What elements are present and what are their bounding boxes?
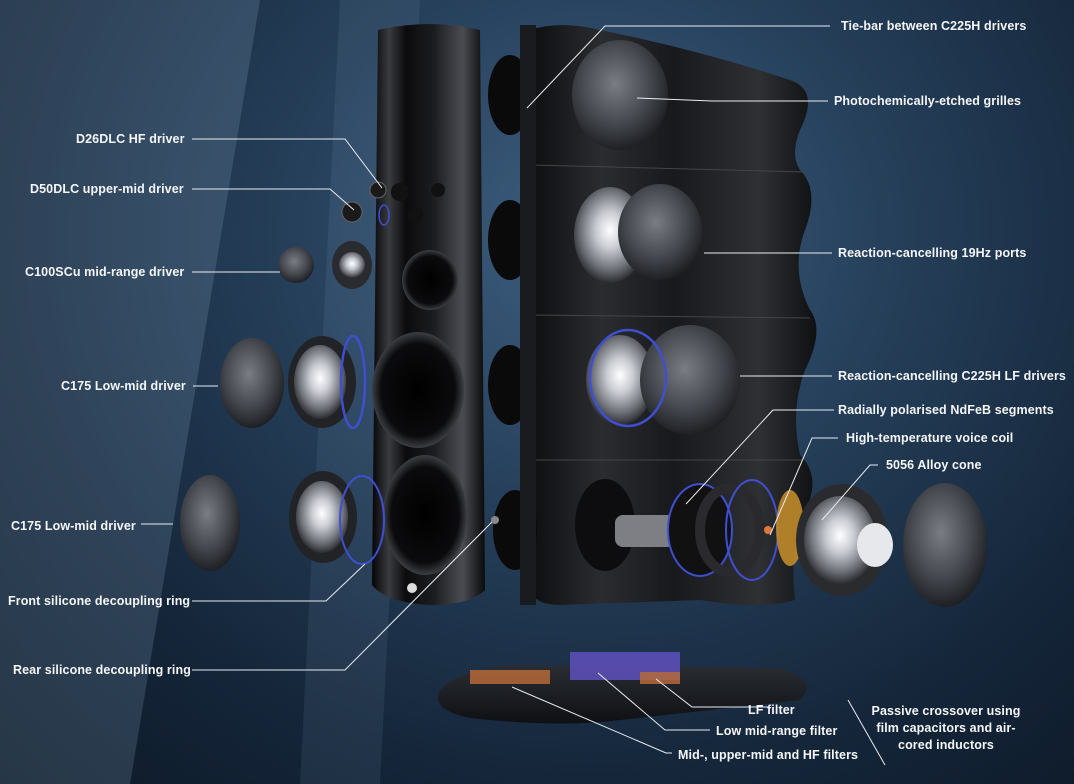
label-low-mid-filter: Low mid-range filter [716, 724, 838, 738]
cabinet-modules [488, 25, 817, 605]
label-d50dlc-upper-mid-driver: D50DLC upper-mid driver [30, 182, 184, 196]
label-19hz-ports: Reaction-cancelling 19Hz ports [838, 246, 1027, 260]
label-passive-crossover: Passive crossover using film capacitors … [871, 704, 1021, 752]
label-rear-ring: Rear silicone decoupling ring [13, 663, 191, 677]
label-grilles: Photochemically-etched grilles [834, 94, 1022, 108]
lf-driver-assemblies [572, 40, 740, 571]
label-d26dlc-hf-driver: D26DLC HF driver [76, 132, 185, 146]
label-c100scu-mid-range-driver: C100SCu mid-range driver [25, 265, 185, 279]
label-c175-upper: C175 Low-mid driver [61, 379, 186, 393]
label-lf-filter: LF filter [748, 703, 795, 717]
exploded-front-drivers [180, 181, 390, 571]
label-hf-filters: Mid-, upper-mid and HF filters [678, 748, 859, 762]
exploded-lf-driver [615, 479, 987, 607]
label-voice-coil: High-temperature voice coil [846, 431, 1014, 445]
label-c175-lower: C175 Low-mid driver [11, 519, 136, 533]
label-front-ring: Front silicone decoupling ring [8, 594, 191, 608]
label-alloy-cone: 5056 Alloy cone [886, 458, 982, 472]
label-tie-bar: Tie-bar between C225H drivers [841, 19, 1027, 33]
label-c225h-lf-drivers: Reaction-cancelling C225H LF drivers [838, 369, 1066, 383]
leader-lines [141, 25, 886, 766]
front-baffle [372, 24, 499, 605]
label-ndfeb-segments: Radially polarised NdFeB segments [838, 403, 1054, 417]
